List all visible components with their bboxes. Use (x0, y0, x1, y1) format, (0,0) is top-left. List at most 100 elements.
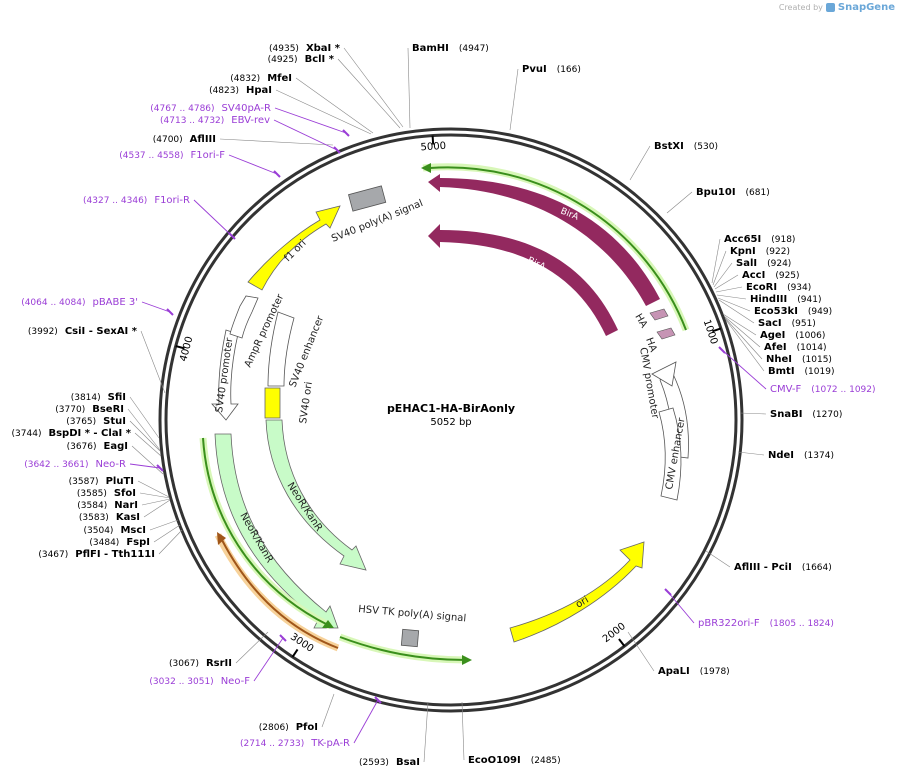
primer-site-mark (342, 129, 350, 137)
site-name: AflIII - PciI (734, 562, 792, 573)
site-label[interactable]: SacI(951) (758, 318, 816, 329)
site-label[interactable]: (3504)MscI (84, 525, 147, 536)
primer-label[interactable]: (4327 .. 4346)F1ori-R (83, 195, 190, 206)
site-label[interactable]: (3484)FspI (89, 537, 150, 548)
site-label[interactable]: (3676)EagI (67, 441, 128, 452)
sv40-enhancer-label: SV40 enhancer (288, 314, 327, 390)
site-leader-line (407, 47, 411, 129)
site-label[interactable]: (3992)CsiI - SexAI * (28, 326, 138, 337)
site-label[interactable]: (3814)SfiI (71, 392, 126, 403)
site-label[interactable]: (3584)NarI (77, 500, 138, 511)
site-label[interactable]: ApaLI(1978) (658, 666, 730, 677)
site-leader-line (722, 313, 757, 336)
site-label[interactable]: NheI(1015) (766, 354, 832, 365)
ha-tag-2[interactable] (656, 327, 676, 340)
site-label[interactable]: HindIII(941) (750, 294, 821, 305)
site-label[interactable]: BmtI(1019) (768, 366, 834, 377)
site-label[interactable]: (3585)SfoI (77, 488, 136, 499)
primer-label[interactable]: CMV-F(1072 .. 1092) (770, 384, 876, 395)
site-position: (1270) (812, 410, 842, 420)
site-name: SfiI (108, 392, 126, 403)
site-label[interactable]: Acc65I(918) (724, 234, 795, 245)
site-label[interactable]: Bpu10I(681) (696, 187, 770, 198)
f1-ori-feature[interactable] (247, 205, 341, 291)
site-name: AgeI (760, 330, 785, 341)
neor-feature-inner[interactable] (265, 419, 367, 571)
site-label[interactable]: NdeI(1374) (768, 450, 834, 461)
site-label[interactable]: (3744)BspDI * - ClaI * (12, 428, 132, 439)
site-name: MscI (120, 525, 146, 536)
plasmid-title: pEHAC1-HA-BirAonly (387, 402, 515, 415)
site-leader-line (711, 238, 721, 284)
primer-name: Neo-R (96, 459, 127, 470)
site-label[interactable]: (3765)StuI (66, 416, 126, 427)
site-label[interactable]: (4832)MfeI (230, 73, 292, 84)
site-label[interactable]: (2593)BsaI (359, 757, 420, 768)
neor-feature-outer[interactable] (214, 433, 339, 629)
site-label[interactable]: BstXI(530) (654, 141, 718, 152)
tick-label: 4000 (178, 335, 195, 362)
site-label[interactable]: SalI(924) (736, 258, 791, 269)
sv40-promoter-feature[interactable] (211, 329, 239, 421)
site-label[interactable]: AccI(925) (742, 270, 800, 281)
primer-label[interactable]: (4767 .. 4786)SV40pA-R (150, 103, 271, 114)
site-name: NarI (114, 500, 138, 511)
site-name: BmtI (768, 366, 795, 377)
site-label[interactable]: EcoRI(934) (746, 282, 811, 293)
site-label[interactable]: Eco53kI(949) (754, 306, 832, 317)
site-label[interactable]: (3583)KasI (79, 512, 140, 523)
site-leader-line (423, 701, 429, 763)
site-name: MfeI (267, 73, 292, 84)
site-label[interactable]: (3587)PluTI (69, 476, 134, 487)
site-name: BclI * (305, 54, 335, 65)
ha-tag-1[interactable] (649, 308, 669, 321)
site-label[interactable]: AgeI(1006) (760, 330, 825, 341)
ori-feature[interactable] (509, 541, 645, 643)
site-label[interactable]: KpnI(922) (730, 246, 790, 257)
site-label[interactable]: PvuI(166) (522, 64, 581, 75)
site-label[interactable]: (3067)RsrII (169, 658, 232, 669)
sv40-enhancer-feature[interactable] (267, 311, 295, 387)
primer-label[interactable]: (3032 .. 3051)Neo-F (149, 676, 250, 687)
credit-brand[interactable]: SnapGene (837, 2, 895, 13)
primer-label[interactable]: (4064 .. 4084)pBABE 3' (21, 297, 138, 308)
site-position: (3067) (169, 659, 199, 669)
site-label[interactable]: AfeI(1014) (764, 342, 827, 353)
site-label[interactable]: (4700)AflIII (153, 134, 216, 145)
cmv-enhancer-feature[interactable] (658, 407, 682, 501)
birA-feature-outer[interactable] (428, 174, 660, 306)
primer-label[interactable]: (4713 .. 4732)EBV-rev (160, 115, 270, 126)
site-label[interactable]: (2806)PfoI (259, 722, 318, 733)
site-label[interactable]: SnaBI(1270) (770, 409, 842, 420)
backbone-inner (164, 133, 738, 707)
site-label[interactable]: EcoO109I(2485) (468, 755, 561, 766)
sv40-polya-feature[interactable] (348, 185, 387, 212)
site-label[interactable]: (4823)HpaI (209, 85, 272, 96)
site-label[interactable]: AflIII - PciI(1664) (734, 562, 832, 573)
birA-feature-inner[interactable] (428, 224, 618, 336)
hsv-tk-polya-feature[interactable] (400, 628, 420, 648)
sv40-promoter-label: SV40 promoter (214, 336, 236, 413)
site-label[interactable]: BamHI(4947) (412, 43, 489, 54)
site-position: (2806) (259, 723, 289, 733)
site-label[interactable]: (4935)XbaI * (269, 43, 341, 54)
primer-label[interactable]: (4537 .. 4558)F1ori-F (119, 150, 225, 161)
sv40-ori-label: SV40 ori (298, 381, 315, 424)
site-leader-line (295, 77, 374, 134)
birA-orf-arrowhead (421, 163, 431, 173)
site-position: (925) (775, 271, 799, 281)
primer-site-mark (664, 588, 672, 596)
site-position: (918) (771, 235, 795, 245)
sv40-ori-feature[interactable] (264, 387, 281, 419)
site-leader-line (129, 420, 161, 452)
ampr-promoter-feature[interactable] (229, 295, 259, 339)
site-label[interactable]: (3770)BseRI (55, 404, 124, 415)
site-label[interactable]: (4925)BclI * (268, 54, 335, 65)
primer-label[interactable]: (2714 .. 2733)TK-pA-R (240, 738, 350, 749)
primer-label[interactable]: pBR322ori-F(1805 .. 1824) (698, 618, 834, 629)
primer-name: TK-pA-R (310, 738, 350, 749)
site-label[interactable]: (3467)PflFI - Tth111I (38, 549, 155, 560)
primer-leader-line (274, 107, 347, 134)
site-leader-line (219, 138, 334, 146)
primer-label[interactable]: (3642 .. 3661)Neo-R (24, 459, 126, 470)
